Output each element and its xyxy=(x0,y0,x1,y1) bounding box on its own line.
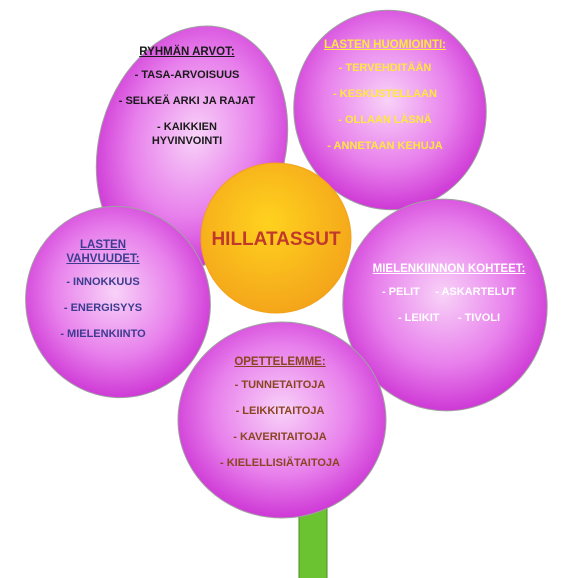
petal-lasten-vahvuudet-item: - ENERGISYYS xyxy=(63,302,143,314)
petal-mielenkiinnon-kohteet: MIELENKIINNON KOHTEET: - PELIT - ASKARTE… xyxy=(360,262,538,337)
petal-opettelemme-item: - KIELELLISIÄTAITOJA xyxy=(220,457,340,469)
petal-opettelemme-item: - LEIKKITAITOJA xyxy=(235,405,325,417)
petal-mielenkiinnon-kohteet-title: MIELENKIINNON KOHTEET: xyxy=(372,263,526,275)
flower-center-circle xyxy=(200,162,352,314)
petal-lasten-huomiointi-item: - KESKUSTELLAAN xyxy=(333,88,437,100)
petal-lasten-vahvuudet-item: - INNOKKUUS xyxy=(66,276,140,288)
petal-ryhman-arvot-item: - KAIKKIEN HYVINVOINTI xyxy=(151,121,223,147)
petal-lasten-vahvuudet: LASTEN VAHVUUDET: - INNOKKUUS - ENERGISY… xyxy=(48,238,158,353)
petal-opettelemme-item: - KAVERITAITOJA xyxy=(233,431,327,443)
petal-ryhman-arvot-item: - SELKEÄ ARKI JA RAJAT xyxy=(118,95,256,107)
petal-lasten-huomiointi-title: LASTEN HUOMIOINTI: xyxy=(323,39,447,51)
center-label: HILLATASSUT xyxy=(211,229,341,250)
petal-opettelemme-title: OPETTELEMME: xyxy=(234,356,326,368)
petal-mielenkiinnon-kohteet-item: - LEIKIT xyxy=(397,312,440,324)
petal-lasten-vahvuudet-title: LASTEN VAHVUUDET: xyxy=(66,239,140,265)
petal-mielenkiinnon-kohteet-item: - TIVOLI xyxy=(457,312,501,324)
petal-mielenkiinnon-kohteet-shape xyxy=(342,198,548,412)
petal-opettelemme: OPETTELEMME: - TUNNETAITOJA - LEIKKITAIT… xyxy=(200,355,360,482)
petal-lasten-huomiointi-item: - OLLAAN LÄSNÄ xyxy=(338,114,432,126)
petal-lasten-vahvuudet-item: - MIELENKIINTO xyxy=(60,328,146,340)
petal-mielenkiinnon-kohteet-item: - ASKARTELUT xyxy=(435,286,517,298)
petal-mielenkiinnon-kohteet-row: - PELIT - ASKARTELUT xyxy=(360,285,538,299)
petal-lasten-vahvuudet-shape xyxy=(25,205,211,399)
petal-ryhman-arvot: RYHMÄN ARVOT: - TASA-ARVOISUUS - SELKEÄ … xyxy=(102,45,272,160)
petal-lasten-huomiointi-item: - TERVEHDITÄÄN xyxy=(338,62,432,74)
petal-lasten-huomiointi: LASTEN HUOMIOINTI: - TERVEHDITÄÄN - KESK… xyxy=(300,38,470,165)
petal-mielenkiinnon-kohteet-item: - PELIT xyxy=(381,286,420,298)
petal-opettelemme-shape xyxy=(177,321,387,519)
petal-ryhman-arvot-item: - TASA-ARVOISUUS xyxy=(134,69,240,81)
petal-mielenkiinnon-kohteet-row: - LEIKIT - TIVOLI xyxy=(360,311,538,325)
petal-opettelemme-item: - TUNNETAITOJA xyxy=(234,379,326,391)
petal-lasten-huomiointi-item: - ANNETAAN KEHUJA xyxy=(327,140,443,152)
petal-ryhman-arvot-title: RYHMÄN ARVOT: xyxy=(139,46,235,58)
